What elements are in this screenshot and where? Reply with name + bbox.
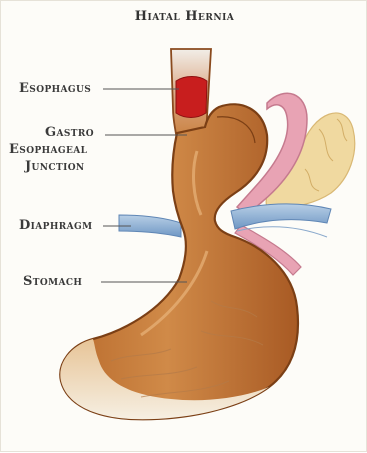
label-gastro-esophageal-junction: Gastro Esophageal Junction [45, 124, 94, 175]
esophagus-red-segment [176, 77, 207, 118]
label-gej-line1: Gastro [45, 124, 94, 141]
label-gej-line2: Esophageal [9, 141, 94, 158]
label-gej-line3: Junction [25, 158, 94, 175]
label-diaphragm: Diaphragm [19, 217, 92, 234]
diaphragm-right [231, 204, 331, 229]
label-stomach: Stomach [23, 273, 82, 290]
label-esophagus: Esophagus [19, 80, 91, 97]
